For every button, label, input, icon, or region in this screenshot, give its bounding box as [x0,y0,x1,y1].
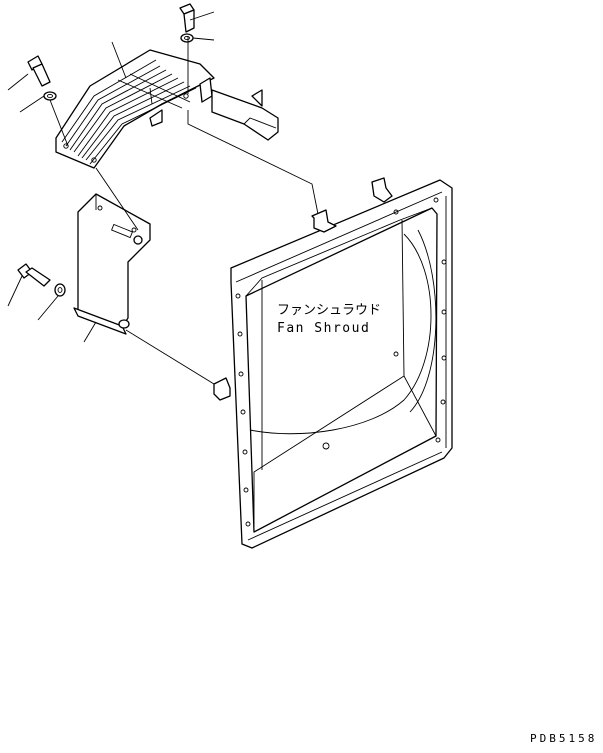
top-mounting-tab [311,177,393,233]
fan-shroud-label-jp: ファンシュラウド [277,303,381,318]
drawing-code: PDB5158 [530,732,597,745]
assembly-lines [49,36,319,385]
fan-shroud [213,177,453,549]
fan-shroud-label-en: Fan Shroud [277,321,370,336]
upper-fan-guard [55,49,279,169]
lower-bolt [17,263,51,287]
side-fan-guard [73,193,151,335]
upper-bolt [179,3,195,33]
left-bolt [27,55,51,87]
side-mounting-tab [213,377,231,401]
upper-washer [180,33,194,43]
left-washer [43,91,57,101]
lower-washer [54,283,66,297]
leader-lines [7,11,215,343]
flange-bolt-holes [235,197,447,527]
